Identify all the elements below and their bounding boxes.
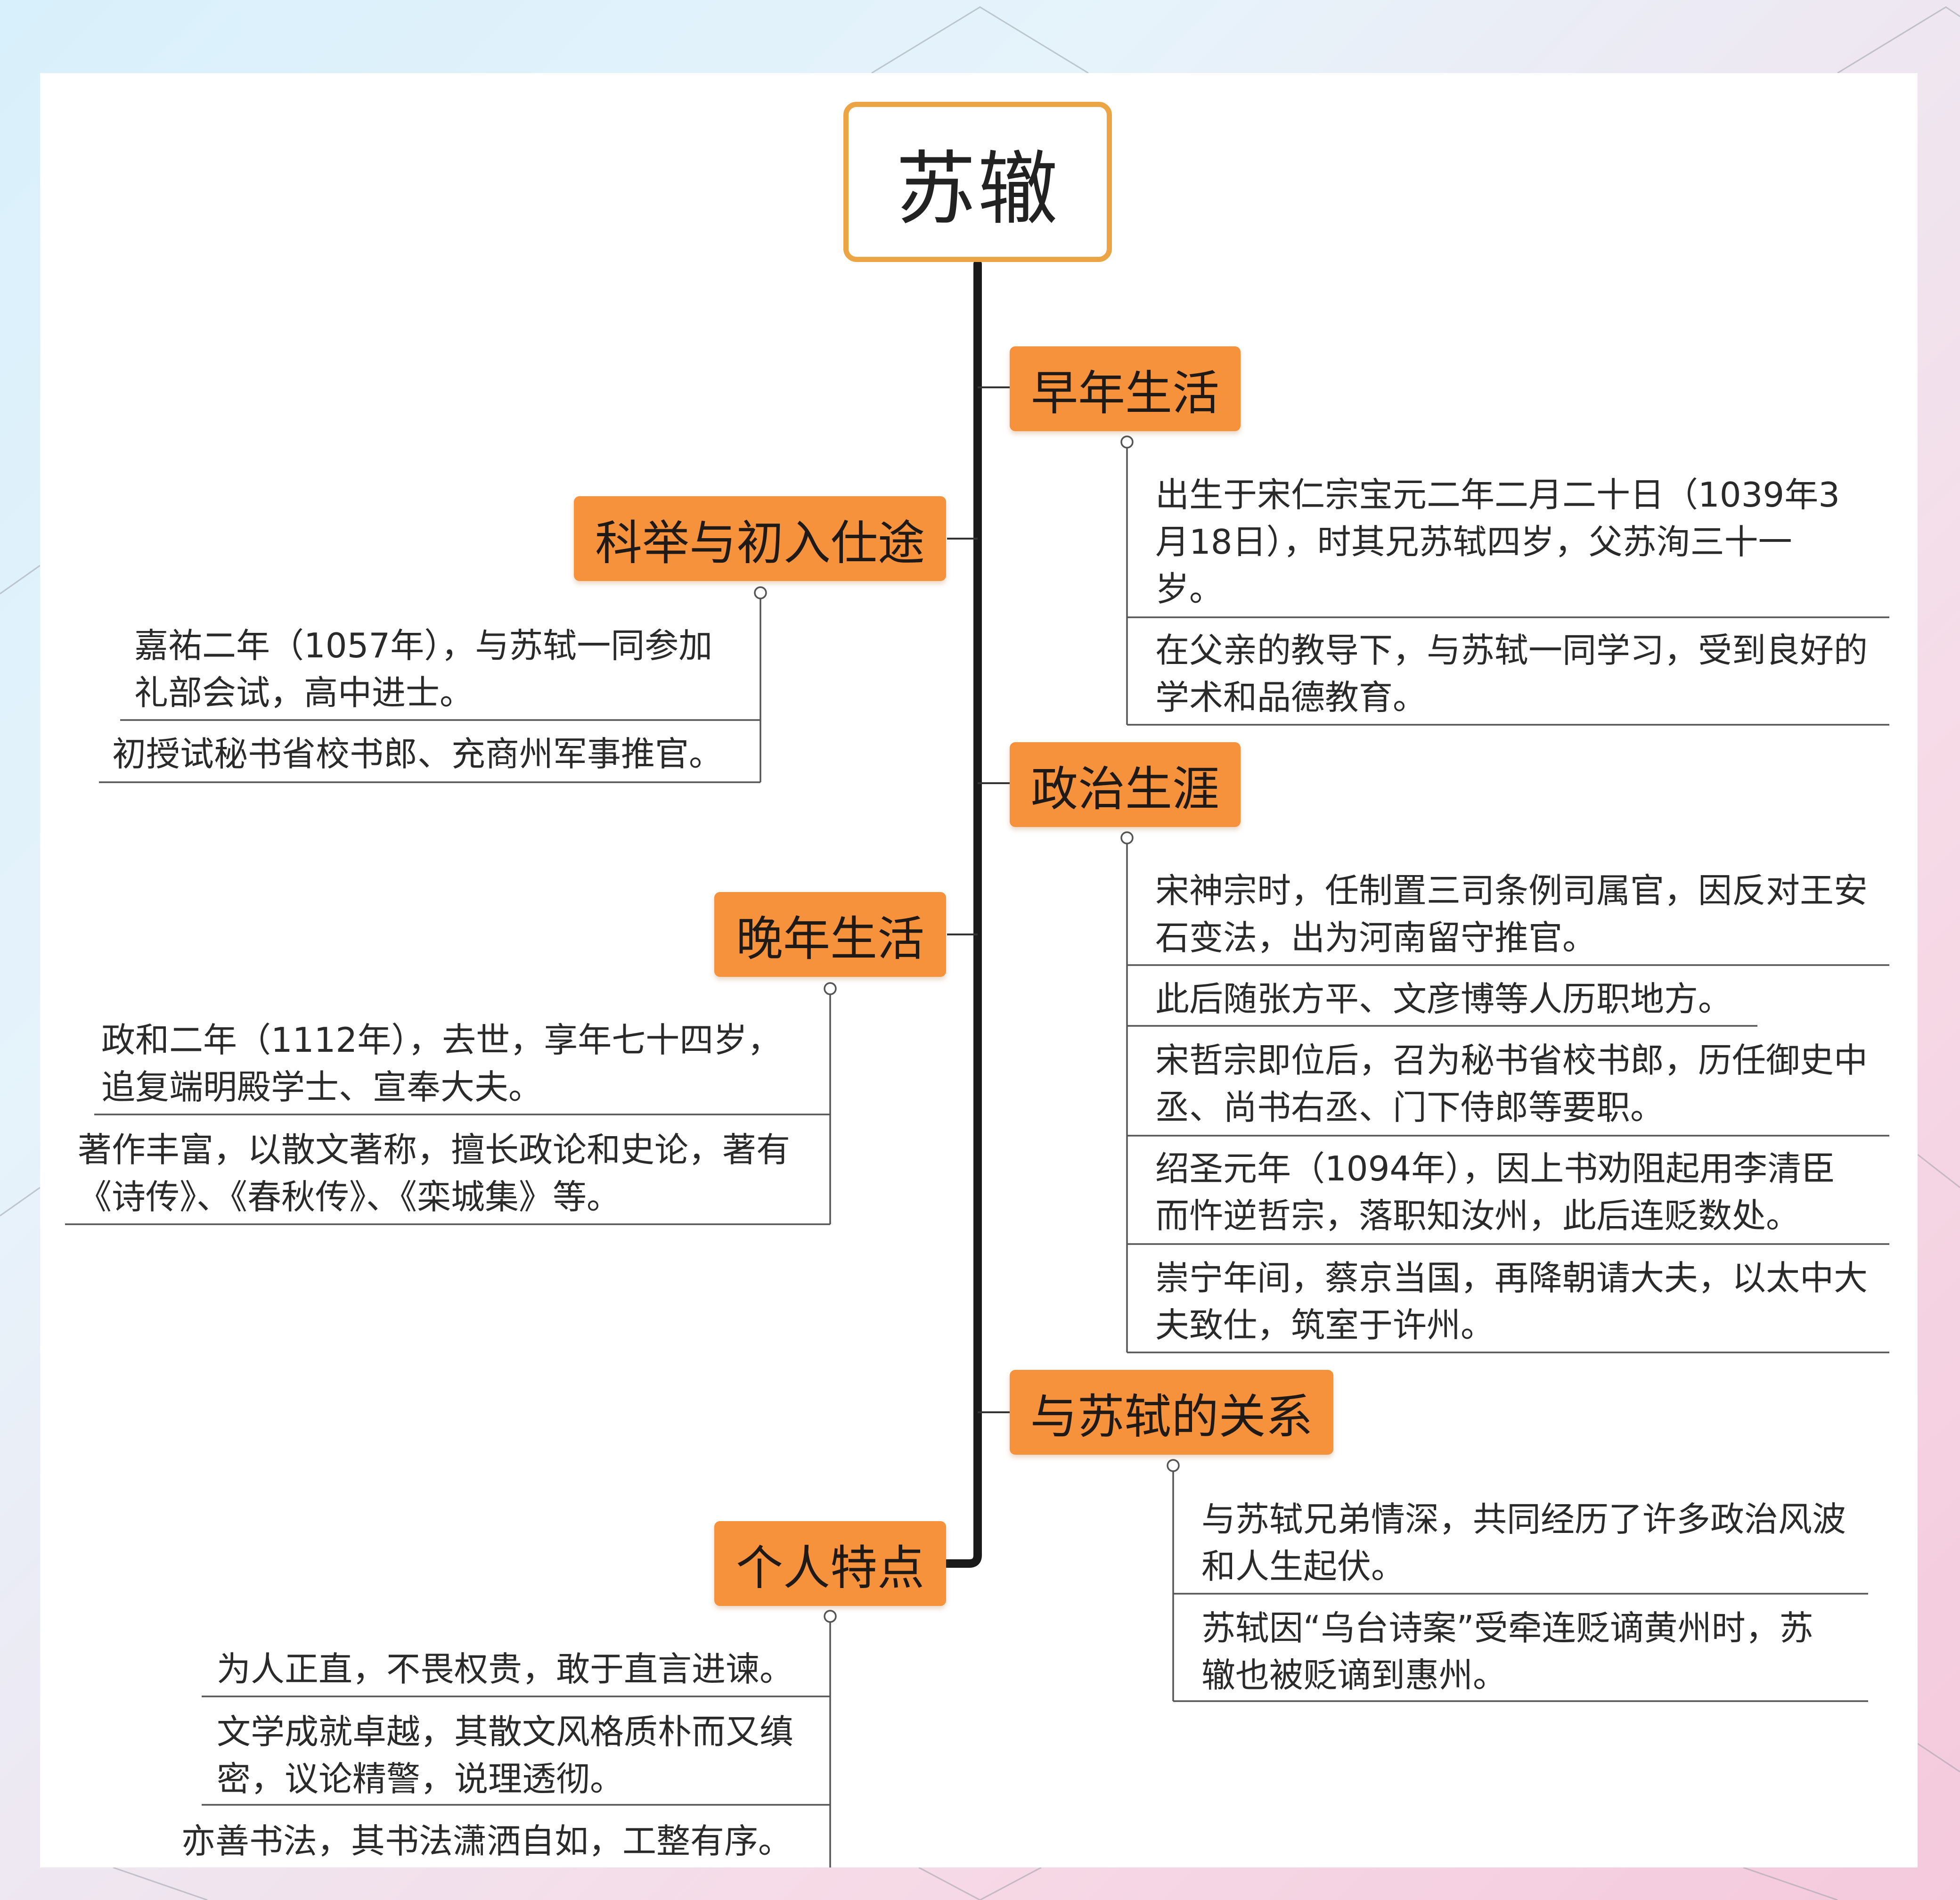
branch-traits[interactable]: 个人特点 — [714, 1521, 946, 1606]
trunk — [943, 260, 982, 1568]
branch-exam[interactable]: 科举与初入仕途 — [574, 496, 946, 581]
leaf-exam-2: 初授试秘书省校书郎、充商州军事推官。 — [112, 734, 723, 774]
leaf-relation-1: 与苏轼兄弟情深，共同经历了许多政治风波 和人生起伏。 — [1201, 1499, 1846, 1586]
leaf-late-life-2: 著作丰富，以散文著称，擅长政论和史论，著有 《诗传》、《春秋传》、《栾城集》等。 — [78, 1130, 791, 1217]
leaf-politics-5: 崇宁年间，蔡京当国，再降朝请大夫，以太中大 夫致仕，筑室于许州。 — [1155, 1258, 1868, 1345]
leaf-politics-3: 宋哲宗即位后，召为秘书省校书郎，历任御史中 丞、尚书右丞、门下侍郎等要职。 — [1155, 1040, 1868, 1127]
branch-dot-traits — [824, 1610, 837, 1623]
branch-relation[interactable]: 与苏轼的关系 — [1010, 1370, 1333, 1455]
branch-early-life[interactable]: 早年生活 — [1010, 346, 1241, 431]
leaf-early-life-1: 出生于宋仁宗宝元二年二月二十日（1039年3 月18日），时其兄苏轼四岁，父苏洵… — [1155, 475, 1840, 609]
root-node[interactable]: 苏辙 — [843, 102, 1112, 262]
branch-traits-label: 个人特点 — [736, 1540, 924, 1596]
leaf-traits-2: 文学成就卓越，其散文风格质朴而又缜 密，议论精警，说理透彻。 — [217, 1712, 794, 1799]
root-title: 苏辙 — [895, 143, 1060, 236]
leaf-exam-1: 嘉祐二年（1057年），与苏轼一同参加 礼部会试，高中进士。 — [134, 626, 713, 712]
leaf-relation-2: 苏轼因“乌台诗案”受牵连贬谪黄州时，苏 辙也被贬谪到惠州。 — [1201, 1608, 1813, 1695]
leaf-traits-3: 亦善书法，其书法潇洒自如，工整有序。 — [181, 1821, 792, 1861]
branch-late-life[interactable]: 晚年生活 — [714, 892, 946, 977]
branch-dot-exam — [754, 586, 767, 599]
branch-politics-label: 政治生涯 — [1031, 761, 1219, 817]
leaf-politics-2: 此后随张方平、文彦博等人历职地方。 — [1155, 979, 1732, 1019]
branch-relation-label: 与苏轼的关系 — [1030, 1389, 1313, 1444]
branch-politics[interactable]: 政治生涯 — [1010, 742, 1241, 827]
branch-dot-politics — [1120, 831, 1134, 844]
branch-dot-relation — [1167, 1459, 1180, 1472]
branch-exam-label: 科举与初入仕途 — [595, 515, 925, 571]
branch-dot-late-life — [824, 982, 837, 995]
leaf-politics-1: 宋神宗时，任制置三司条例司属官，因反对王安 石变法，出为河南留守推官。 — [1155, 871, 1868, 958]
branch-dot-early-life — [1120, 435, 1134, 449]
branch-late-life-label: 晚年生活 — [736, 911, 924, 966]
branch-early-life-label: 早年生活 — [1031, 365, 1219, 421]
leaf-late-life-1: 政和二年（1112年），去世，享年七十四岁， 追复端明殿学士、宣奉大夫。 — [101, 1020, 782, 1107]
leaf-politics-4: 绍圣元年（1094年），因上书劝阻起用李清臣 而忤逆哲宗，落职知汝州，此后连贬数… — [1155, 1149, 1836, 1236]
leaf-early-life-2: 在父亲的教导下，与苏轼一同学习，受到良好的 学术和品德教育。 — [1155, 631, 1868, 717]
leaf-traits-1: 为人正直，不畏权贵，敢于直言进谏。 — [217, 1649, 794, 1689]
